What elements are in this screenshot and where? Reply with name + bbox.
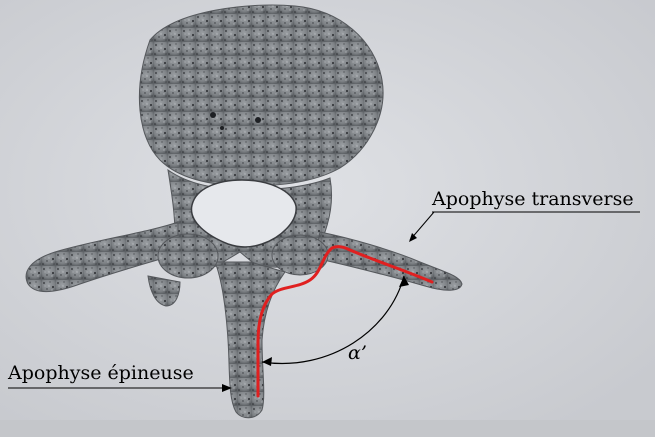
vertebral-body [139, 5, 383, 186]
body-hole [210, 112, 216, 118]
body-hole [255, 117, 261, 123]
body-hole [220, 126, 224, 130]
left-superior-articular-process [158, 234, 218, 278]
spinous-process-label: Apophyse épineuse [8, 364, 194, 383]
photo-bottom-strip [0, 420, 655, 437]
transverse-process-label: Apophyse transverse [432, 190, 634, 209]
angle-label: α’ [348, 344, 367, 363]
